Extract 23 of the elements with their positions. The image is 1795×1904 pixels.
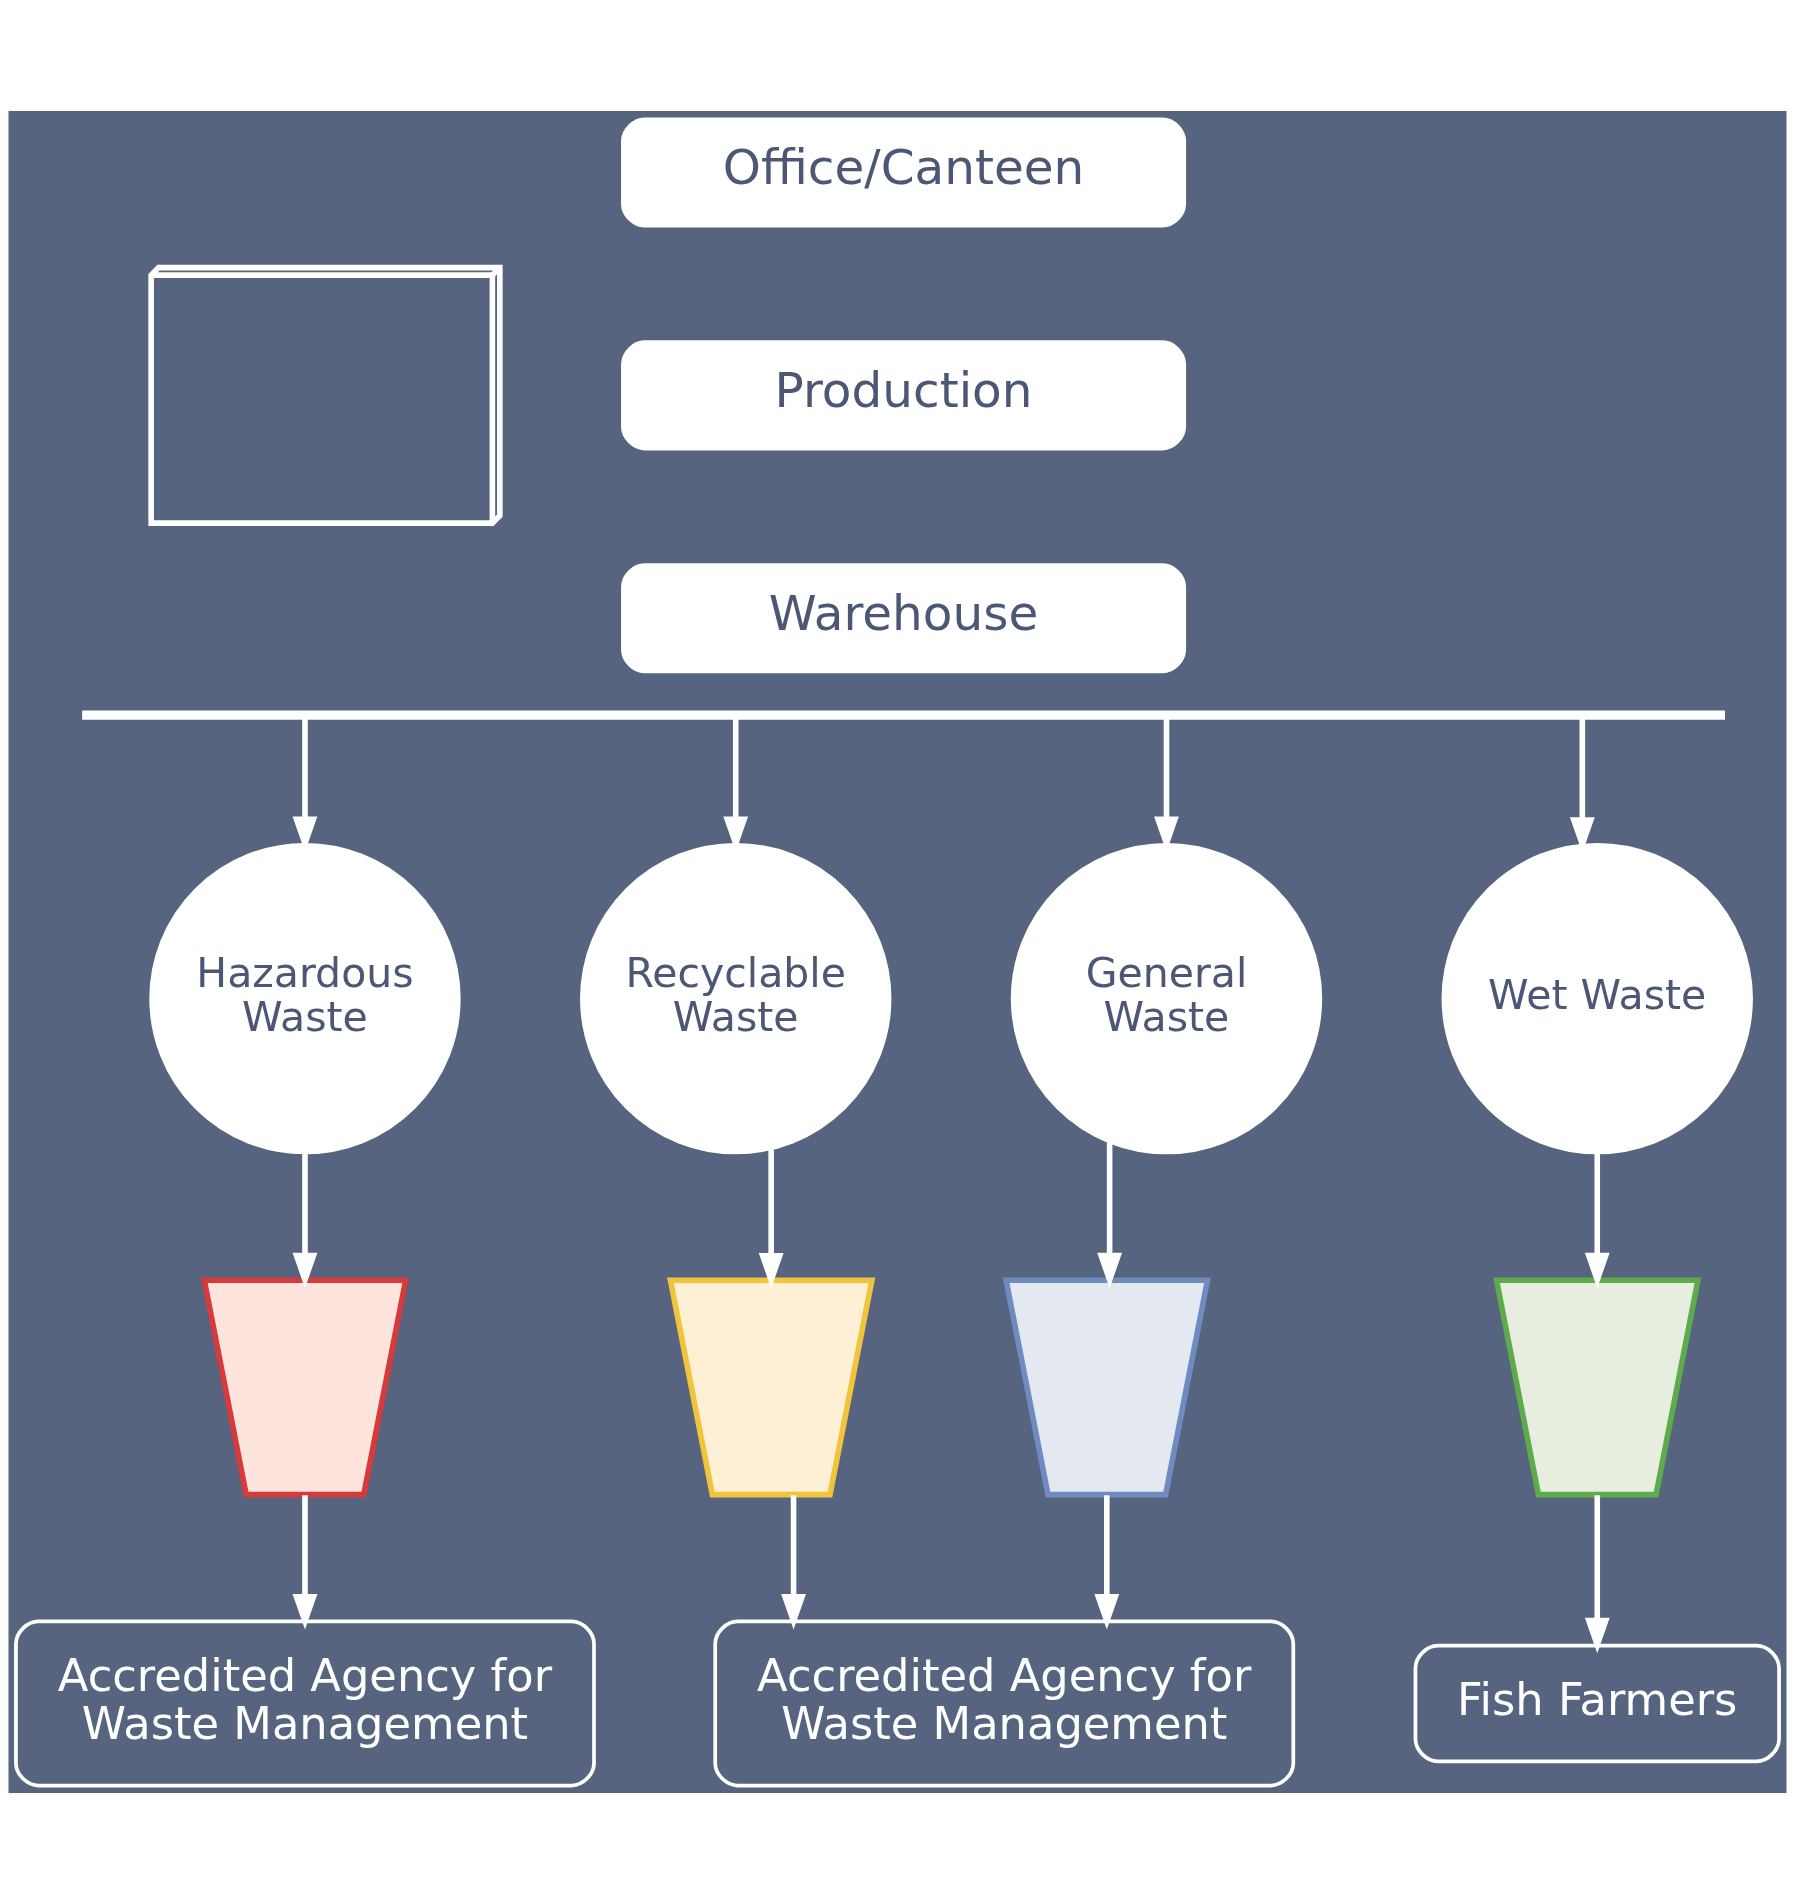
node-circle: Recyclable Waste <box>580 842 892 1155</box>
node-picture <box>200 1277 410 1498</box>
arrow <box>292 1495 318 1630</box>
node-circle: General Waste <box>1010 842 1323 1155</box>
node-box: Office/Canteen <box>621 117 1187 228</box>
node-circle: Wet Waste <box>1441 842 1753 1155</box>
node-bar <box>82 710 1725 720</box>
arrow <box>292 1153 318 1289</box>
node-picture <box>667 1277 876 1498</box>
node-box: Production <box>621 340 1187 451</box>
node-box: Warehouse <box>621 563 1187 674</box>
node-picture <box>1002 1277 1211 1498</box>
node-circle: Hazardous Waste <box>149 842 461 1155</box>
node-box: Accredited Agency for Waste Management <box>713 1619 1296 1788</box>
arrow <box>781 1495 806 1630</box>
node-picture <box>1493 1277 1702 1498</box>
arrow <box>1584 1495 1610 1654</box>
arrow <box>1584 1153 1610 1289</box>
node-box: Accredited Agency for Waste Management <box>14 1619 596 1788</box>
node-box: Fish Farmers <box>1413 1643 1781 1764</box>
arrow <box>758 1149 784 1289</box>
arrow <box>1097 1142 1123 1289</box>
arrow <box>1094 1495 1120 1630</box>
